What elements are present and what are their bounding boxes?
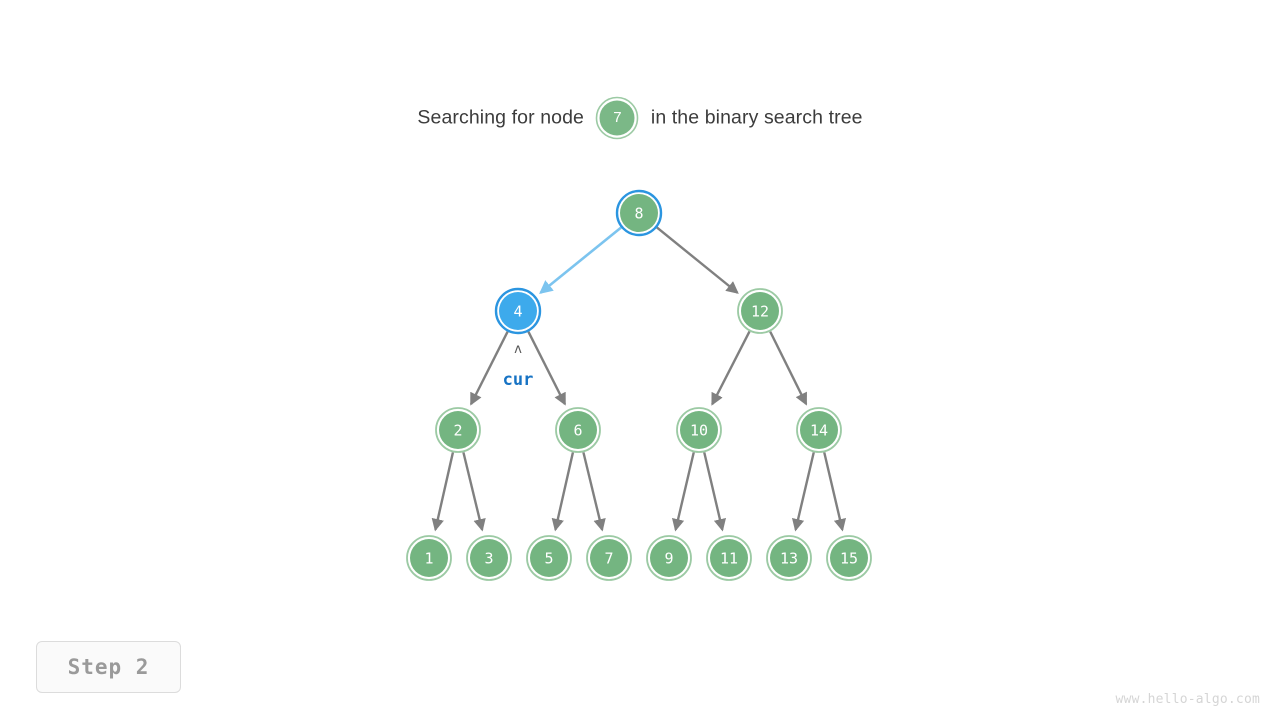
tree-edge — [656, 226, 739, 294]
tree-node-ring — [676, 407, 722, 453]
tree-node-label: 6 — [573, 422, 582, 440]
tree-node: 13 — [766, 535, 812, 581]
tree-node: 12 — [737, 288, 783, 334]
tree-node: 15 — [826, 535, 872, 581]
tree-node-circle — [650, 539, 688, 577]
tree-pointer-cur: ʌ cur — [503, 342, 534, 390]
tree-edge — [431, 452, 455, 532]
tree-node: 4 — [494, 287, 542, 335]
tree-node-ring — [615, 189, 663, 237]
tree-node-circle — [620, 194, 658, 232]
title-target-node: 7 — [595, 96, 639, 140]
tree-node: 5 — [526, 535, 572, 581]
tree-node-label: 9 — [664, 550, 673, 568]
tree-node: 10 — [676, 407, 722, 453]
tree-node-ring — [737, 288, 783, 334]
tree-node-circle — [830, 539, 868, 577]
tree-edge-layer — [431, 226, 847, 532]
tree-node-ring — [706, 535, 752, 581]
tree-node-circle — [499, 292, 537, 330]
title-prefix: Searching for node — [417, 106, 584, 129]
tree-node-ring — [494, 287, 542, 335]
tree-node-label: 2 — [453, 422, 462, 440]
tree-node-label: 12 — [751, 303, 769, 321]
tree-edge — [791, 452, 815, 532]
tree-node: 11 — [706, 535, 752, 581]
tree-node: 3 — [466, 535, 512, 581]
tree-node-ring — [555, 407, 601, 453]
tree-edge — [539, 226, 622, 294]
title-suffix: in the binary search tree — [650, 106, 863, 129]
tree-edge — [671, 452, 695, 532]
watermark: www.hello-algo.com — [1115, 692, 1260, 707]
tree-node: 7 — [586, 535, 632, 581]
tree-node-circle — [680, 411, 718, 449]
step-label: Step 2 — [67, 655, 150, 679]
pointer-label: cur — [503, 370, 534, 390]
tree-node: 6 — [555, 407, 601, 453]
tree-node-label: 1 — [424, 550, 433, 568]
tree-edge — [551, 452, 575, 532]
tree-edge — [527, 330, 567, 406]
tree-node: 14 — [796, 407, 842, 453]
tree-edge — [582, 452, 606, 532]
tree-node-label: 13 — [780, 550, 798, 568]
pointer-caret-icon: ʌ — [514, 342, 522, 357]
tree-node-ring — [586, 535, 632, 581]
tree-node-circle — [710, 539, 748, 577]
tree-node-label: 14 — [810, 422, 828, 440]
tree-node-ring — [466, 535, 512, 581]
tree-node-label: 7 — [604, 550, 613, 568]
tree-node: 9 — [646, 535, 692, 581]
tree-node-ring — [826, 535, 872, 581]
tree-edge — [711, 330, 751, 406]
tree-node-circle — [410, 539, 448, 577]
tree-node-circle — [559, 411, 597, 449]
tree-node-circle — [741, 292, 779, 330]
tree-pointer-layer: ʌ cur — [503, 342, 534, 390]
tree-node-ring — [435, 407, 481, 453]
tree-node-circle — [470, 539, 508, 577]
tree-edge — [703, 452, 727, 532]
tree-node-circle — [770, 539, 808, 577]
tree-node-label: 15 — [840, 550, 858, 568]
tree-node-ring — [646, 535, 692, 581]
tree-node-label: 10 — [690, 422, 708, 440]
tree-node-label: 3 — [484, 550, 493, 568]
tree-node-label: 8 — [634, 205, 643, 223]
tree-node-ring — [406, 535, 452, 581]
tree-node-ring — [766, 535, 812, 581]
tree-node-label: 11 — [720, 550, 738, 568]
tree-node-circle — [800, 411, 838, 449]
title-target-node-label: 7 — [613, 109, 622, 126]
tree-node-circle — [439, 411, 477, 449]
tree-node-circle — [590, 539, 628, 577]
tree-edge — [769, 331, 808, 406]
page-title: Searching for node 7 in the binary searc… — [0, 96, 1280, 140]
tree-edge — [823, 452, 847, 532]
tree-node-ring — [796, 407, 842, 453]
tree-node: 1 — [406, 535, 452, 581]
tree-node-circle — [530, 539, 568, 577]
title-target-node-circle — [596, 96, 639, 140]
tree-node: 8 — [615, 189, 663, 237]
step-badge: Step 2 — [36, 641, 181, 693]
tree-node-label: 5 — [544, 550, 553, 568]
tree-node-label: 4 — [513, 303, 522, 321]
tree-edge — [469, 330, 509, 406]
tree-edge — [462, 452, 486, 532]
tree-node-ring — [526, 535, 572, 581]
tree-node: 2 — [435, 407, 481, 453]
